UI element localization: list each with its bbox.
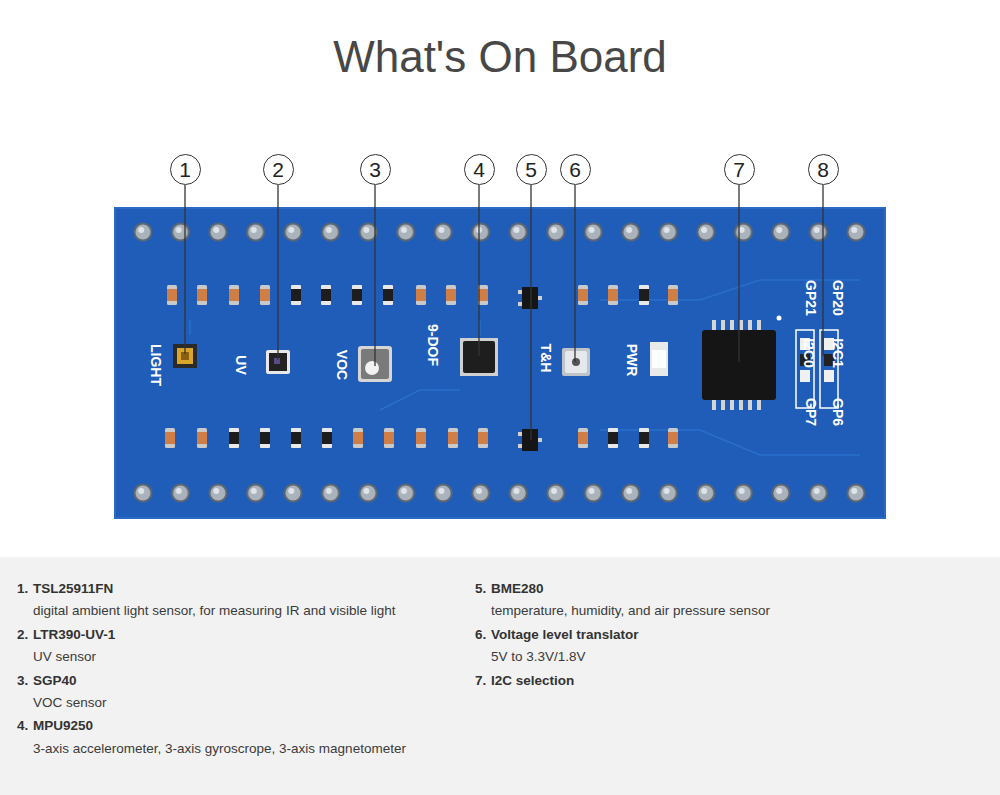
page-title: What's On Board [0, 33, 1000, 81]
silkscreen-label: I2C1 [831, 338, 845, 368]
item-name: TSL25911FN [33, 581, 113, 597]
callout-circle: 1 [170, 154, 201, 185]
callout-circle: 4 [464, 154, 495, 185]
description-panel: 1. TSL25911FN digital ambient light sensor… [0, 557, 1000, 795]
item-name: 3. [17, 673, 28, 689]
silkscreen-label: VOC [335, 350, 349, 380]
item-name: 5. [475, 581, 486, 597]
callout-number: 3 [369, 159, 381, 180]
callout-circle: 3 [360, 154, 391, 185]
callout-number: 7 [733, 159, 745, 180]
item-description: digital ambient light sensor, for measur… [33, 603, 395, 619]
callout-circle: 2 [263, 154, 294, 185]
callout-circle: 5 [516, 154, 547, 185]
item-name: Voltage level translator [491, 627, 639, 643]
silkscreen-label: UV [234, 355, 248, 374]
callout-number: 5 [525, 159, 537, 180]
item-description: temperature, humidity, and air pressure … [491, 603, 770, 619]
callout-number: 1 [179, 159, 191, 180]
silkscreen-label: GP20 [831, 280, 845, 316]
item-description: 3-axis accelerometer, 3-axis gyroscrope,… [33, 741, 406, 757]
callout-number: 2 [272, 159, 284, 180]
item-name: BME280 [491, 581, 544, 597]
item-name: SGP40 [33, 673, 77, 689]
callout-number: 6 [569, 159, 581, 180]
callout-circle: 7 [724, 154, 755, 185]
item-description: 5V to 3.3V/1.8V [491, 649, 586, 665]
callout-circle: 6 [560, 154, 591, 185]
silkscreen-label: T&H [539, 344, 553, 373]
item-name: I2C selection [491, 673, 574, 689]
silkscreen-label: GP21 [804, 280, 818, 316]
callout-number: 4 [473, 159, 485, 180]
item-name: 1. [17, 581, 28, 597]
item-description: VOC sensor [33, 695, 107, 711]
silkscreen-label: PWR [625, 344, 639, 377]
callout-circle: 8 [808, 154, 839, 185]
item-description: UV sensor [33, 649, 96, 665]
silkscreen-label: GP6 [831, 398, 845, 426]
item-name: 6. [475, 627, 486, 643]
silkscreen-label: GP7 [804, 398, 818, 426]
silkscreen-label: LIGHT [149, 344, 163, 386]
item-name: MPU9250 [33, 718, 93, 734]
item-name: LTR390-UV-1 [33, 627, 115, 643]
item-name: 4. [17, 718, 28, 734]
silkscreen-label: I2C0 [802, 338, 816, 368]
item-name: 2. [17, 627, 28, 643]
silkscreen-label: 9-DOF [426, 324, 440, 366]
item-name: 7. [475, 673, 486, 689]
callout-number: 8 [817, 159, 829, 180]
